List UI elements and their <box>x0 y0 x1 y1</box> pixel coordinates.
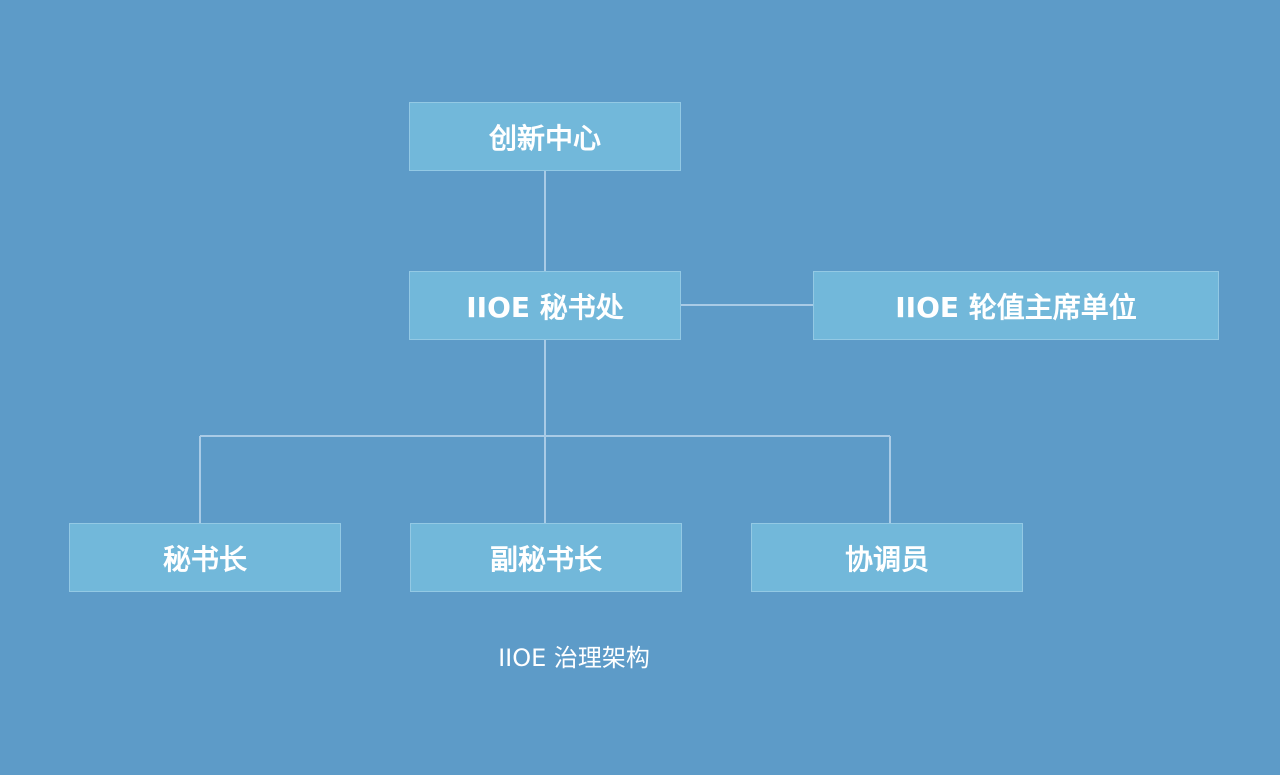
node-secretary-general-label: 秘书长 <box>162 542 247 576</box>
node-rotating-chair: IIOE 轮值主席单位 <box>813 271 1219 340</box>
node-deputy-secretary-general-label: 副秘书长 <box>489 542 602 576</box>
node-secretary-general: 秘书长 <box>69 523 341 592</box>
node-innovation-center-label: 创新中心 <box>488 121 601 155</box>
node-coordinator-label: 协调员 <box>844 542 929 576</box>
node-rotating-chair-label: IIOE 轮值主席单位 <box>895 290 1137 324</box>
node-coordinator: 协调员 <box>751 523 1023 592</box>
node-secretariat-label: IIOE 秘书处 <box>466 290 624 324</box>
node-secretariat: IIOE 秘书处 <box>409 271 681 340</box>
node-deputy-secretary-general: 副秘书长 <box>410 523 682 592</box>
diagram-caption: IIOE 治理架构 <box>498 644 650 672</box>
node-innovation-center: 创新中心 <box>409 102 681 171</box>
